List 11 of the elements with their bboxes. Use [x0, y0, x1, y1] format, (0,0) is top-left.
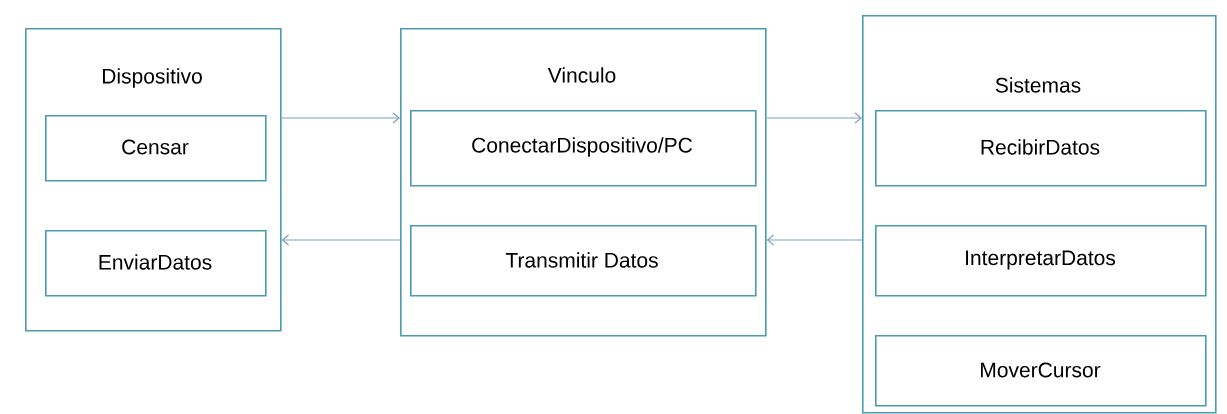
process-box: EnviarDatos: [45, 230, 267, 297]
arrow: [766, 112, 862, 124]
arrow: [281, 112, 400, 124]
arrow: [766, 234, 863, 246]
process-box: InterpretarDatos: [875, 225, 1207, 297]
process-box: RecibirDatos: [875, 110, 1207, 187]
process-box: ConectarDispositivo/PC: [410, 110, 757, 187]
process-box: Censar: [45, 115, 267, 182]
arrow: [281, 234, 401, 246]
process-box: MoverCursor: [875, 335, 1207, 407]
process-box: Transmitir Datos: [410, 225, 757, 297]
